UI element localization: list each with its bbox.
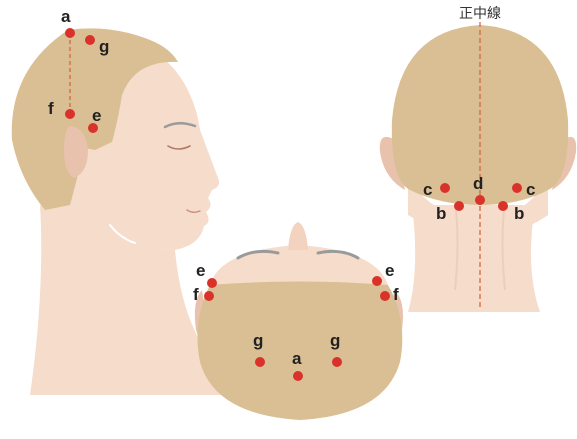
top-label-e-left: e <box>196 261 205 280</box>
back-label-c-right: c <box>526 180 535 199</box>
side-point-g <box>85 35 95 45</box>
midline-label: 正中線 <box>459 5 501 21</box>
side-label-e: e <box>92 106 101 125</box>
side-label-f: f <box>48 99 54 118</box>
top-point-a <box>293 371 303 381</box>
top-view-head <box>195 222 403 420</box>
top-label-e-right: e <box>385 261 394 280</box>
top-nose <box>288 222 308 250</box>
back-point-b-right <box>498 201 508 211</box>
back-label-b-left: b <box>436 204 446 223</box>
side-label-a: a <box>61 7 71 26</box>
back-label-b-right: b <box>514 204 524 223</box>
top-label-f-left: f <box>193 285 199 304</box>
back-view-head: 正中線 <box>380 5 576 312</box>
top-point-g-right <box>332 357 342 367</box>
top-point-g-left <box>255 357 265 367</box>
top-label-g-right: g <box>330 331 340 350</box>
back-label-c-left: c <box>423 180 432 199</box>
side-point-a <box>65 28 75 38</box>
side-point-f <box>65 109 75 119</box>
back-label-d: d <box>473 174 483 193</box>
top-label-f-right: f <box>393 285 399 304</box>
side-label-g: g <box>99 37 109 56</box>
top-point-e-right <box>372 276 382 286</box>
back-point-c-left <box>440 183 450 193</box>
top-label-g-left: g <box>253 331 263 350</box>
top-label-a: a <box>292 349 302 368</box>
back-point-c-right <box>512 183 522 193</box>
back-point-b-left <box>454 201 464 211</box>
top-point-f-left <box>204 291 214 301</box>
back-point-d <box>475 195 485 205</box>
top-point-e-left <box>207 278 217 288</box>
top-point-f-right <box>380 291 390 301</box>
